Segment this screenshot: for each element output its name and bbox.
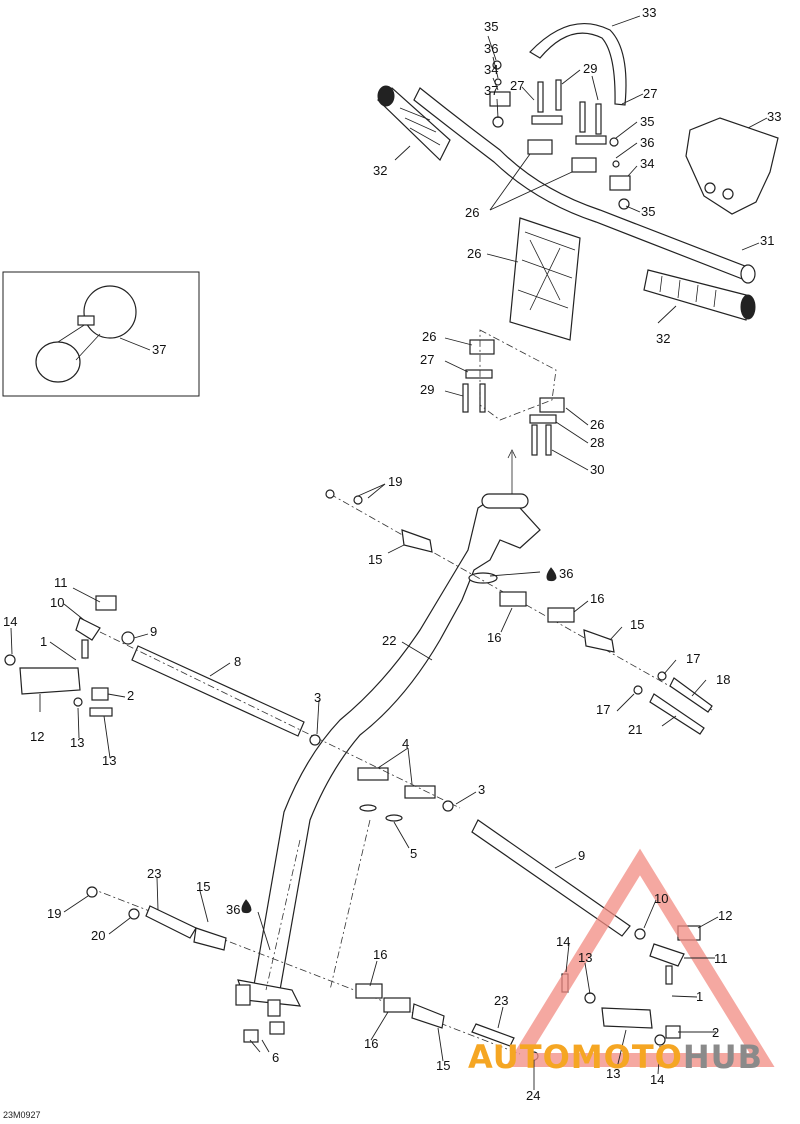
- grip-right: [643, 269, 756, 321]
- callout-27: 29: [420, 382, 434, 397]
- callout-29: 32: [373, 163, 387, 178]
- callout-10: 12: [718, 908, 732, 923]
- callout-15: 15: [436, 1058, 450, 1073]
- callout-25: 26: [422, 329, 436, 344]
- callout-36: 36: [226, 902, 240, 917]
- callout-20: 21: [628, 722, 642, 737]
- callout-17: 17: [596, 702, 610, 717]
- callout-31: 33: [642, 5, 656, 20]
- callout-34: 36: [640, 135, 654, 150]
- callout-15: 15: [630, 617, 644, 632]
- callout-2: 2: [127, 688, 134, 703]
- callout-19: 19: [47, 906, 61, 921]
- grip-left: [377, 85, 451, 162]
- callout-7: 9: [578, 848, 585, 863]
- callout-30: 33: [767, 109, 781, 124]
- callout-26: 27: [643, 86, 657, 101]
- callout-25: 26: [465, 205, 479, 220]
- callout-36: 36: [559, 566, 573, 581]
- callout-7: 8: [234, 654, 241, 669]
- callout-16: 16: [487, 630, 501, 645]
- handlebar-pad: [685, 117, 779, 215]
- callout-9: 11: [714, 951, 728, 966]
- callout-33: 35: [640, 114, 654, 129]
- callout-13: 13: [70, 735, 84, 750]
- callout-3: 3: [478, 782, 485, 797]
- callout-13: 13: [578, 950, 592, 965]
- callout-23: 24: [526, 1088, 540, 1103]
- callout-27: 29: [583, 61, 597, 76]
- watermark-triangle: [505, 848, 775, 1067]
- watermark-part2: HUB: [682, 1038, 764, 1076]
- watermark-text: AUTOMOTOHUB: [468, 1038, 763, 1076]
- upper-tie-rod: [325, 489, 713, 735]
- callout-27: 30: [590, 462, 604, 477]
- callout-labels: 33 33 31 32 32 35 36 34 37 27 29 27 35 3…: [3, 5, 781, 1103]
- callout-16: 16: [373, 947, 387, 962]
- callout-5: 5: [410, 846, 417, 861]
- callout-35: 35: [641, 204, 655, 219]
- callout-33: 35: [484, 19, 498, 34]
- left-tie-rod: [4, 595, 461, 812]
- callout-32: 34: [640, 156, 654, 171]
- callout-26: 28: [590, 435, 604, 450]
- callout-25: 26: [590, 417, 604, 432]
- callout-11: 12: [30, 729, 44, 744]
- lower-tie-rod: [86, 886, 539, 1061]
- callout-14: 14: [650, 1072, 664, 1087]
- callout-1: 1: [696, 989, 703, 1004]
- callout-29: 32: [656, 331, 670, 346]
- callout-11: 13: [606, 1066, 620, 1081]
- callout-26: 27: [420, 352, 434, 367]
- inset-horn: [2, 271, 200, 397]
- leader-lines: [10, 15, 768, 1090]
- callout-19: 19: [388, 474, 402, 489]
- callout-16: 16: [590, 591, 604, 606]
- callout-19: 20: [91, 928, 105, 943]
- callout-3: 3: [314, 690, 321, 705]
- callout-8: 10: [654, 891, 668, 906]
- callout-21: 22: [382, 633, 396, 648]
- callout-26: 27: [510, 78, 524, 93]
- callout-17: 17: [686, 651, 700, 666]
- callout-9: 10: [50, 595, 64, 610]
- riser: [509, 217, 581, 341]
- diagram-code: 23M0927: [3, 1110, 41, 1120]
- callout-14: 14: [3, 614, 17, 629]
- callout-34: 36: [484, 41, 498, 56]
- steering-column: [235, 493, 557, 1043]
- callout-12: 13: [102, 753, 116, 768]
- callout-28: 31: [760, 233, 774, 248]
- callout-12: 14: [556, 934, 570, 949]
- callout-6: 6: [272, 1050, 279, 1065]
- callout-2: 2: [712, 1025, 719, 1040]
- handlebar-assembly: [377, 22, 779, 495]
- callout-16: 16: [364, 1036, 378, 1051]
- callout-23: 23: [494, 993, 508, 1008]
- callout-22: 23: [147, 866, 161, 881]
- callout-35: 37: [484, 83, 498, 98]
- right-tie-rod: [471, 819, 701, 1046]
- callout-32: 34: [484, 62, 498, 77]
- watermark-part1: AUTOMOTO: [468, 1038, 683, 1076]
- callout-8: 9: [150, 624, 157, 639]
- callout-24: 26: [467, 246, 481, 261]
- callout-10: 11: [54, 575, 68, 590]
- callout-37: 37: [152, 342, 166, 357]
- callout-15: 15: [196, 879, 210, 894]
- callout-4: 4: [402, 736, 409, 751]
- callout-15: 15: [368, 552, 382, 567]
- callout-1: 1: [40, 634, 47, 649]
- callout-18: 18: [716, 672, 730, 687]
